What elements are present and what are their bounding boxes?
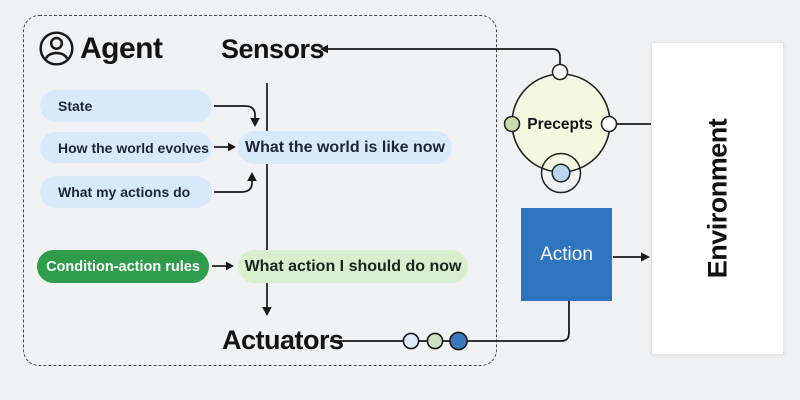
rules-arrow	[212, 261, 234, 271]
precepts-port-left	[503, 115, 521, 133]
sensors-label: Sensors	[221, 34, 325, 64]
action-box: Action	[521, 208, 612, 301]
evolves-arrow	[214, 142, 236, 152]
condition-action-rules-pill: Condition-action rules	[37, 250, 209, 283]
decision-pill: What action I should do now	[238, 250, 468, 283]
environment-label: Environment	[702, 118, 732, 279]
actuators-line	[330, 301, 570, 351]
environment-panel: Environment	[651, 42, 784, 355]
actuator-dot-dark-blue	[449, 331, 468, 351]
precepts-label: Precepts	[527, 116, 592, 133]
world-state-pill: What the world is like now	[238, 131, 452, 164]
agent-title: Agent	[80, 32, 163, 65]
actuator-dot-pale-green	[426, 332, 444, 350]
sensors-arrow	[320, 44, 561, 64]
actions-arrow	[214, 172, 257, 193]
state-pill: State	[40, 90, 212, 122]
precepts-port-right	[600, 115, 618, 133]
agent-boundary	[23, 15, 497, 366]
action-label: Action	[540, 243, 593, 265]
action-environment-arrow	[613, 252, 650, 262]
my-actions-pill: What my actions do	[40, 176, 212, 208]
person-icon	[39, 31, 74, 66]
precepts-node: Precepts	[503, 63, 618, 194]
precepts-port-bottom-outer	[540, 152, 582, 194]
precepts-port-bottom-inner	[551, 163, 571, 183]
world-evolves-pill: How the world evolves	[40, 132, 212, 163]
state-arrow	[214, 105, 260, 127]
precepts-port-top	[551, 63, 569, 81]
actuators-label: Actuators	[222, 325, 344, 355]
actuator-dot-pale-blue	[402, 332, 420, 350]
